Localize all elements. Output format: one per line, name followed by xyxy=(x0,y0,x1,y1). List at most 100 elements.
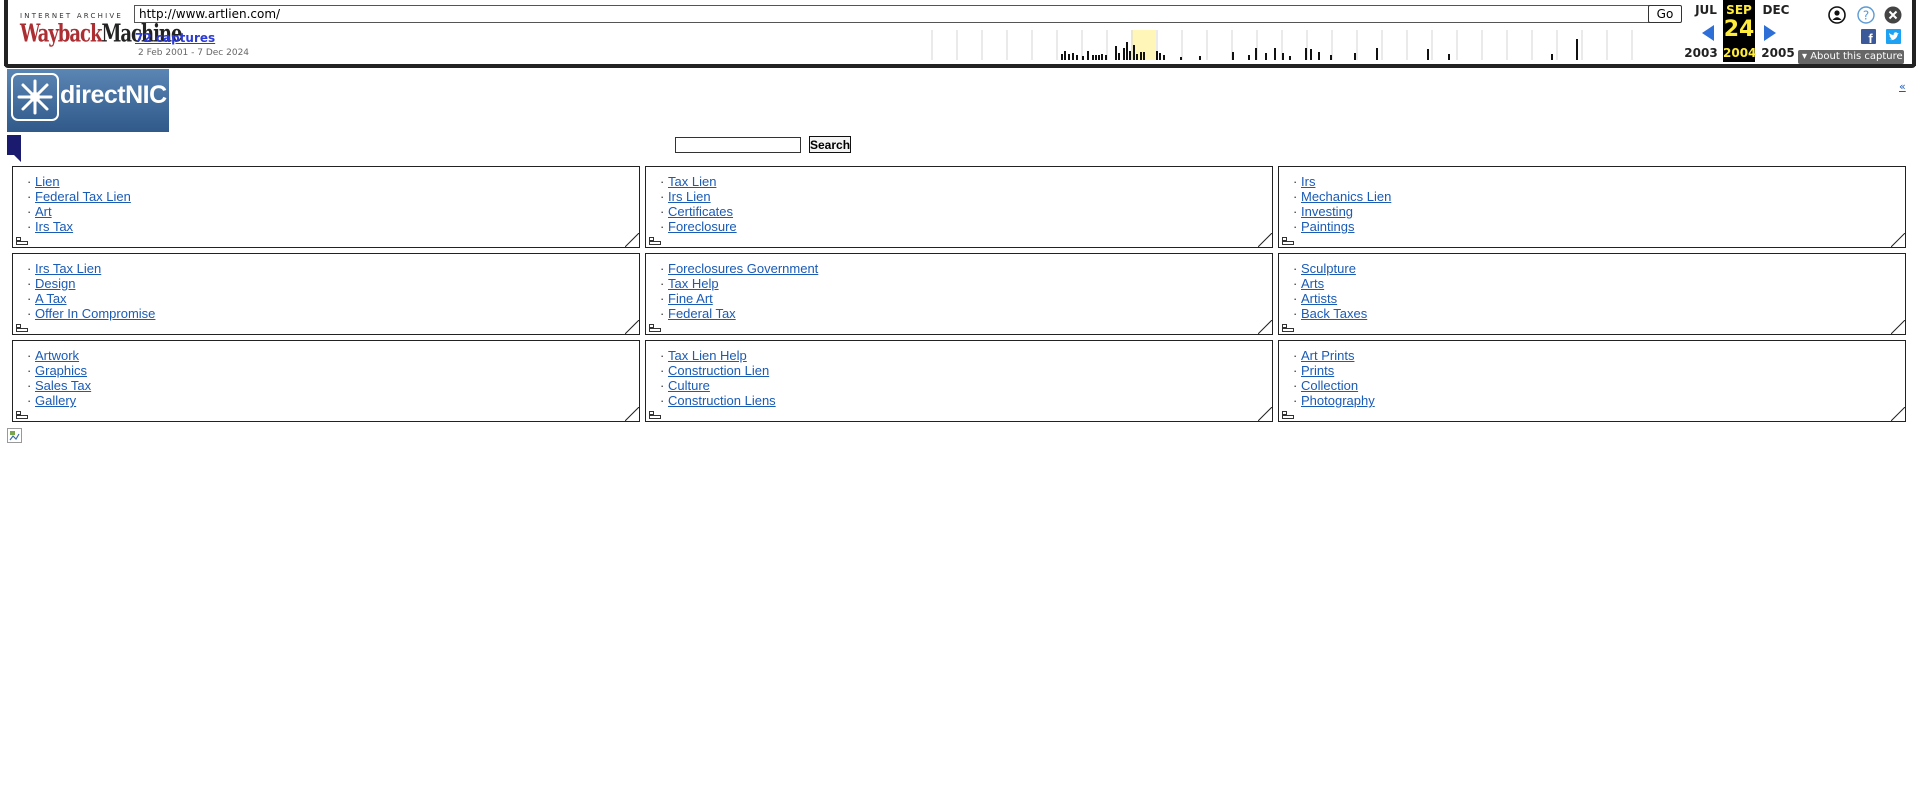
category-link[interactable]: Graphics xyxy=(35,363,88,378)
wayback-machine-logo[interactable]: WaybackMachine xyxy=(20,20,182,48)
category-link[interactable]: Irs Tax Lien xyxy=(35,261,102,276)
sparkline-bar xyxy=(1095,55,1097,60)
category-link[interactable]: Photography xyxy=(1301,393,1375,408)
category-box: ·Artwork·Graphics·Sales Tax·Gallery xyxy=(12,340,640,422)
category-link[interactable]: Certificates xyxy=(668,204,734,219)
bullet: · xyxy=(1293,378,1298,393)
category-link[interactable]: Art Prints xyxy=(1301,348,1355,363)
corner-link[interactable]: « xyxy=(1899,80,1906,93)
next-capture-arrow-icon[interactable] xyxy=(1764,25,1776,41)
category-link[interactable]: Collection xyxy=(1301,378,1359,393)
twitter-icon[interactable] xyxy=(1886,29,1901,44)
category-box: ·Art Prints·Prints·Collection·Photograph… xyxy=(1278,340,1906,422)
category-link[interactable]: Sculpture xyxy=(1301,261,1356,276)
list-item: ·Irs Lien xyxy=(660,189,1272,204)
category-link[interactable]: Fine Art xyxy=(668,291,713,306)
bullet: · xyxy=(27,204,32,219)
corner-flag-icon xyxy=(7,135,21,162)
current-year-label: 2004 xyxy=(1723,46,1757,60)
category-link[interactable]: Construction Lien xyxy=(668,363,770,378)
next-month-label[interactable]: DEC xyxy=(1762,3,1790,17)
facebook-icon[interactable]: f xyxy=(1861,29,1876,44)
category-link[interactable]: Artists xyxy=(1301,291,1338,306)
sparkline-bar xyxy=(1105,55,1107,60)
bullet: · xyxy=(1293,219,1298,234)
close-icon[interactable] xyxy=(1884,6,1902,24)
directnic-starburst-icon xyxy=(11,73,59,121)
help-icon[interactable]: ? xyxy=(1857,6,1875,24)
list-item: ·Mechanics Lien xyxy=(1293,189,1905,204)
sparkline-bar xyxy=(1448,54,1450,60)
category-link[interactable]: Lien xyxy=(35,174,60,189)
category-link[interactable]: Investing xyxy=(1301,204,1354,219)
sparkline-bar xyxy=(1133,45,1135,60)
category-link[interactable]: Foreclosures Government xyxy=(668,261,819,276)
bullet: · xyxy=(660,291,665,306)
category-link[interactable]: Mechanics Lien xyxy=(1301,189,1392,204)
category-link[interactable]: Construction Liens xyxy=(668,393,776,408)
category-link[interactable]: Federal Tax Lien xyxy=(35,189,131,204)
captures-link[interactable]: 72 captures xyxy=(135,31,216,45)
search-button[interactable]: Search xyxy=(809,136,851,153)
search-input[interactable] xyxy=(675,137,801,153)
bullet: · xyxy=(27,393,32,408)
prev-capture-arrow-icon[interactable] xyxy=(1702,25,1714,41)
sparkline-bar xyxy=(1136,54,1138,60)
category-link[interactable]: Sales Tax xyxy=(35,378,92,393)
category-link[interactable]: Arts xyxy=(1301,276,1325,291)
directnic-logo[interactable]: directNIC xyxy=(7,69,169,132)
about-capture-label: About this capture xyxy=(1810,51,1903,62)
category-link[interactable]: Paintings xyxy=(1301,219,1355,234)
category-link[interactable]: Art xyxy=(35,204,52,219)
logo-text: directNIC xyxy=(60,81,167,109)
sparkline-bar xyxy=(1265,53,1267,60)
sparkline-bar xyxy=(1282,53,1284,60)
list-item: ·Tax Lien xyxy=(660,174,1272,189)
category-link[interactable]: Prints xyxy=(1301,363,1335,378)
sparkline-bar xyxy=(1101,54,1103,60)
box-corner-fold-icon xyxy=(1258,320,1272,334)
bullet: · xyxy=(1293,174,1298,189)
list-item: ·Prints xyxy=(1293,363,1905,378)
url-input[interactable] xyxy=(134,5,1652,23)
go-button[interactable]: Go xyxy=(1648,5,1682,23)
list-item: ·Sculpture xyxy=(1293,261,1905,276)
category-link[interactable]: Culture xyxy=(668,378,710,393)
category-link[interactable]: Tax Help xyxy=(668,276,719,291)
current-capture-box xyxy=(1723,0,1755,62)
category-link[interactable]: Gallery xyxy=(35,393,77,408)
bullet: · xyxy=(660,261,665,276)
category-link[interactable]: Tax Lien Help xyxy=(668,348,747,363)
box-mini-icon xyxy=(16,237,28,245)
category-link[interactable]: Irs Lien xyxy=(668,189,711,204)
svg-text:f: f xyxy=(1868,31,1873,44)
triangle-down-icon: ▾ xyxy=(1802,51,1811,62)
category-link[interactable]: Federal Tax xyxy=(668,306,736,321)
bullet: · xyxy=(1293,189,1298,204)
next-year-label[interactable]: 2005 xyxy=(1761,46,1795,60)
about-capture-button[interactable]: ▾ About this capture xyxy=(1798,50,1904,64)
broken-image-icon xyxy=(7,428,22,443)
category-link[interactable]: Design xyxy=(35,276,76,291)
sparkline-bar xyxy=(1427,49,1429,60)
category-link[interactable]: Artwork xyxy=(35,348,80,363)
bullet: · xyxy=(27,378,32,393)
category-link[interactable]: Irs xyxy=(1301,174,1316,189)
category-link[interactable]: Irs Tax xyxy=(35,219,74,234)
capture-sparkline[interactable] xyxy=(930,30,1680,62)
user-icon[interactable] xyxy=(1828,6,1846,24)
prev-month-label[interactable]: JUL xyxy=(1695,3,1717,17)
list-item: ·Sales Tax xyxy=(27,378,639,393)
category-link-list: ·Irs Tax Lien·Design·A Tax·Offer In Comp… xyxy=(13,254,639,321)
sparkline-bar xyxy=(1248,55,1250,60)
category-link[interactable]: Foreclosure xyxy=(668,219,737,234)
box-corner-fold-icon xyxy=(625,233,639,247)
category-link[interactable]: Tax Lien xyxy=(668,174,717,189)
list-item: ·Federal Tax xyxy=(660,306,1272,321)
category-link[interactable]: Back Taxes xyxy=(1301,306,1368,321)
category-link-list: ·Artwork·Graphics·Sales Tax·Gallery xyxy=(13,341,639,408)
category-link[interactable]: Offer In Compromise xyxy=(35,306,156,321)
category-link[interactable]: A Tax xyxy=(35,291,67,306)
prev-year-label[interactable]: 2003 xyxy=(1684,46,1718,60)
list-item: ·Fine Art xyxy=(660,291,1272,306)
